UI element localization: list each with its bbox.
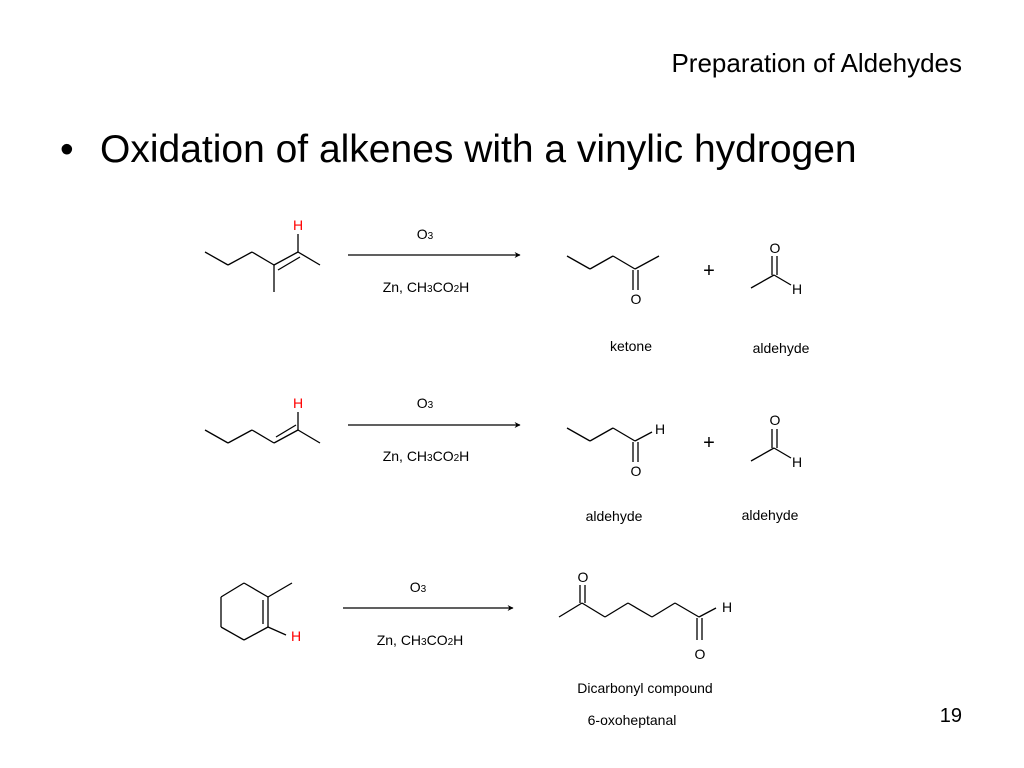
- product-label-aldehyde: aldehyde: [742, 507, 799, 523]
- reaction-1: H O3 Zn, CH3CO2H O + O H ketone aldehyde: [204, 217, 810, 356]
- reaction-1-aldehyde-product: O H: [750, 240, 802, 297]
- product-label-dicarbonyl: Dicarbonyl compound: [577, 680, 712, 696]
- product-label-aldehyde: aldehyde: [586, 508, 643, 524]
- product-label-aldehyde: aldehyde: [753, 340, 810, 356]
- aldehyde-oxygen-label: O: [631, 463, 642, 479]
- product-label-ketone: ketone: [610, 338, 652, 354]
- reaction-3-arrow: O3 Zn, CH3CO2H: [343, 579, 514, 648]
- page-number: 19: [939, 705, 962, 727]
- reagent-zinc-acetic-acid: Zn, CH3CO2H: [383, 448, 470, 464]
- slide-title: Preparation of Aldehydes: [671, 48, 962, 78]
- reaction-2-acetaldehyde-product: O H: [750, 412, 802, 470]
- ketone-oxygen-label: O: [631, 291, 642, 307]
- aldehyde-oxygen-label: O: [695, 646, 706, 662]
- plus-sign: +: [703, 432, 715, 454]
- aldehyde-hydrogen-label: H: [792, 454, 802, 470]
- reagent-ozone: O3: [417, 395, 434, 411]
- reaction-1-arrow: O3 Zn, CH3CO2H: [348, 226, 521, 295]
- reaction-3: H O3 Zn, CH3CO2H O H O Dicarbonyl compou…: [220, 569, 732, 728]
- reagent-ozone: O3: [410, 579, 427, 595]
- reaction-3-reactant: H: [220, 582, 301, 644]
- reaction-2: H O3 Zn, CH3CO2H O H + O H aldehyde: [204, 395, 802, 524]
- aldehyde-hydrogen-label: H: [792, 281, 802, 297]
- reagent-ozone: O3: [417, 226, 434, 242]
- aldehyde-oxygen-label: O: [770, 412, 781, 428]
- reaction-1-ketone-product: O: [566, 255, 660, 307]
- aldehyde-hydrogen-label: H: [722, 599, 732, 615]
- reaction-3-dicarbonyl-product: O H O: [558, 569, 732, 662]
- reaction-1-reactant: H: [204, 217, 321, 292]
- bullet-marker: •: [60, 128, 74, 171]
- vinylic-hydrogen-label: H: [291, 628, 301, 644]
- reaction-2-reactant: H: [204, 395, 321, 444]
- reagent-zinc-acetic-acid: Zn, CH3CO2H: [383, 279, 470, 295]
- reagent-zinc-acetic-acid: Zn, CH3CO2H: [377, 632, 464, 648]
- aldehyde-hydrogen-label: H: [655, 421, 665, 437]
- bullet-point: • Oxidation of alkenes with a vinylic hyd…: [60, 128, 857, 172]
- ketone-oxygen-label: O: [578, 569, 589, 585]
- product-name-iupac: 6-oxoheptanal: [588, 712, 677, 728]
- plus-sign: +: [703, 260, 715, 282]
- reaction-2-aldehyde-product: O H: [566, 421, 665, 479]
- aldehyde-oxygen-label: O: [770, 240, 781, 256]
- reaction-2-arrow: O3 Zn, CH3CO2H: [348, 395, 521, 464]
- vinylic-hydrogen-label: H: [293, 395, 303, 411]
- vinylic-hydrogen-label: H: [293, 217, 303, 233]
- bullet-text: Oxidation of alkenes with a vinylic hydr…: [100, 128, 857, 171]
